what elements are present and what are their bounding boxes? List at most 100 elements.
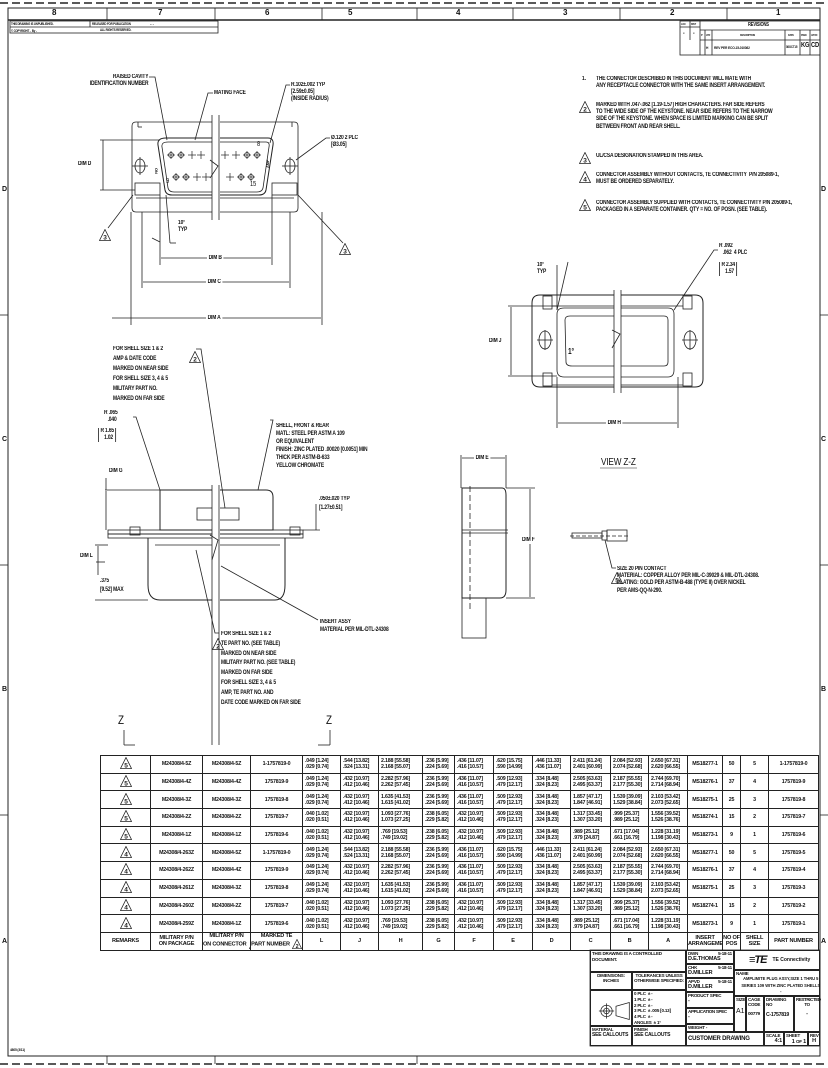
row-label: A — [821, 938, 827, 945]
radius-mm-callout: R 2.34 1.57 — [719, 262, 738, 277]
table-cell-insert: MS18276-1 — [687, 861, 723, 880]
flange-callout: .050±.020 TYP [1.27±0.51] — [319, 496, 350, 511]
note-number: 1. — [582, 76, 586, 82]
table-cell-pos: 37 — [722, 772, 741, 792]
table-cell-te: 1757819-7 — [250, 808, 303, 827]
dwn-date: 5-18-11 — [718, 951, 732, 956]
table-cell-pos: 15 — [722, 896, 741, 916]
table-cell-f: .436 [11.07] .416 [10.57] — [454, 861, 494, 880]
zone-label: 5 — [348, 8, 353, 17]
table-cell-j: .432 [10.97] .412 [10.46] — [340, 861, 379, 880]
raised-cavity-callout: RAISED CAVITY IDENTIFICATION NUMBER — [89, 74, 148, 88]
table-cell-b: .671 [17.04] .661 [16.79] — [610, 825, 649, 845]
table-cell-remark: 4 — [100, 878, 151, 898]
header-label: J — [358, 938, 361, 945]
table-cell-part: 1757819-4 — [768, 861, 819, 880]
table-cell-h: 1.093 [27.76] 1.073 [27.25] — [378, 808, 423, 827]
dim-a-label: DIM A — [206, 315, 223, 323]
dim-e-label: DIM E — [474, 455, 491, 463]
table-cell-conn: M24308/4-2Z — [202, 808, 251, 827]
rights-text: ALL RIGHTS RESERVED. — [100, 28, 132, 32]
table-cell-e: .509 [12.93] .479 [12.17] — [493, 896, 533, 916]
table-cell-d: .334 [8.48] .324 [8.23] — [532, 772, 571, 792]
rev-header: APVD — [811, 33, 818, 37]
table-cell-d: .334 [8.48] .324 [8.23] — [532, 825, 571, 845]
svg-text:4: 4 — [124, 851, 128, 858]
table-cell-te: 1757819-6 — [250, 825, 303, 845]
table-cell-conn: M24308/4-3Z — [202, 790, 251, 810]
svg-text:5: 5 — [124, 834, 128, 841]
view-zz-title: VIEW Z-Z — [601, 457, 636, 468]
svg-text:2: 2 — [193, 357, 197, 364]
table-header-cell: SHELL SIZE — [740, 931, 769, 951]
release-mark: - - - — [150, 22, 154, 26]
table-cell-remark: 5 — [100, 772, 151, 792]
table-cell-a: 2.650 [67.31] 2.620 [66.55] — [648, 843, 688, 863]
rev-header: DESCRIPTION — [740, 33, 756, 37]
row-label: B — [821, 686, 827, 693]
cage-label: CAGE CODE — [748, 997, 761, 1007]
note-flag-icon: 5 — [119, 774, 132, 788]
table-cell-f: .432 [10.97] .412 [10.46] — [454, 914, 494, 933]
table-cell-g: .236 [5.99] .224 [5.69] — [422, 843, 455, 863]
row-label: B — [2, 686, 8, 693]
rev-label: REV — [810, 1033, 819, 1038]
table-cell-remark: 4 — [100, 861, 151, 880]
table-cell-e: .509 [12.93] .479 [12.17] — [493, 790, 533, 810]
dimensions-value: INCHES — [603, 978, 619, 983]
table-header-cell: J — [340, 931, 379, 951]
table-cell-shell: 1 — [740, 914, 769, 933]
table-cell-pos: 37 — [722, 861, 741, 880]
note-flag-icon: 4 — [119, 845, 132, 858]
controlled-text: THIS DRAWING IS A CONTROLLED DOCUMENT. — [592, 951, 662, 962]
table-header-cell: C — [570, 931, 611, 951]
rev-header: DWN — [801, 33, 807, 37]
dim-d-label: DIM D — [78, 161, 92, 167]
table-header-cell: B — [610, 931, 649, 951]
header-label: G — [436, 938, 441, 945]
svg-text:4: 4 — [124, 869, 128, 876]
table-cell-h: .769 [19.53] .749 [19.02] — [378, 914, 423, 933]
note-flag-icon: 5 — [119, 810, 132, 823]
svg-text:4: 4 — [124, 904, 128, 911]
marking-callout-bottom: FOR SHELL SIZE 1 & 2 TE PART NO. (SEE TA… — [221, 631, 301, 706]
header-label: PART NUMBER — [774, 938, 813, 945]
svg-text:2: 2 — [216, 644, 220, 651]
table-cell-c: 2.505 [63.63] 2.495 [63.37] — [570, 861, 611, 880]
svg-text:4: 4 — [583, 177, 587, 184]
table-cell-conn: M24308/4-4Z — [202, 772, 251, 792]
table-cell-pos: 50 — [722, 843, 741, 863]
dimensions-label: DIMENSIONS: — [597, 973, 625, 978]
table-cell-j: .432 [10.97] .412 [10.46] — [340, 896, 379, 916]
table-cell-j: .432 [10.97] .412 [10.46] — [340, 808, 379, 827]
table-cell-pos: 9 — [722, 914, 741, 933]
pin-number-8: 8 — [257, 141, 261, 148]
rev-header: LTR — [706, 33, 711, 37]
of-value: 1 — [803, 1039, 806, 1045]
table-cell-remark: 4 — [100, 843, 151, 863]
table-cell-h: 2.188 [55.58] 2.168 [55.07] — [378, 843, 423, 863]
table-cell-g: .238 [6.05] .229 [5.82] — [422, 896, 455, 916]
table-cell-a: 2.744 [69.70] 2.714 [68.94] — [648, 861, 688, 880]
dwn-name: D.E.THOMAS — [688, 956, 721, 962]
material-value: SEE CALLOUTS — [592, 1032, 629, 1038]
table-cell-g: .236 [5.99] .224 [5.69] — [422, 772, 455, 792]
table-cell-l: .049 [1.24] .029 [0.74] — [302, 878, 341, 898]
header-label: B — [627, 938, 632, 945]
note-flag-icon: 2 — [578, 100, 592, 114]
table-cell-insert: MS18274-1 — [687, 896, 723, 916]
size-label: SIZE — [736, 997, 746, 1002]
weight-cell: WEIGHT - — [686, 1024, 734, 1032]
scale-label: SCALE — [766, 1033, 781, 1038]
table-cell-l: .049 [1.24] .029 [0.74] — [302, 755, 341, 774]
dim-j-label: DIM J — [489, 338, 502, 344]
dim-b-label: DIM B — [207, 255, 224, 263]
table-header-cell: E — [493, 931, 533, 951]
